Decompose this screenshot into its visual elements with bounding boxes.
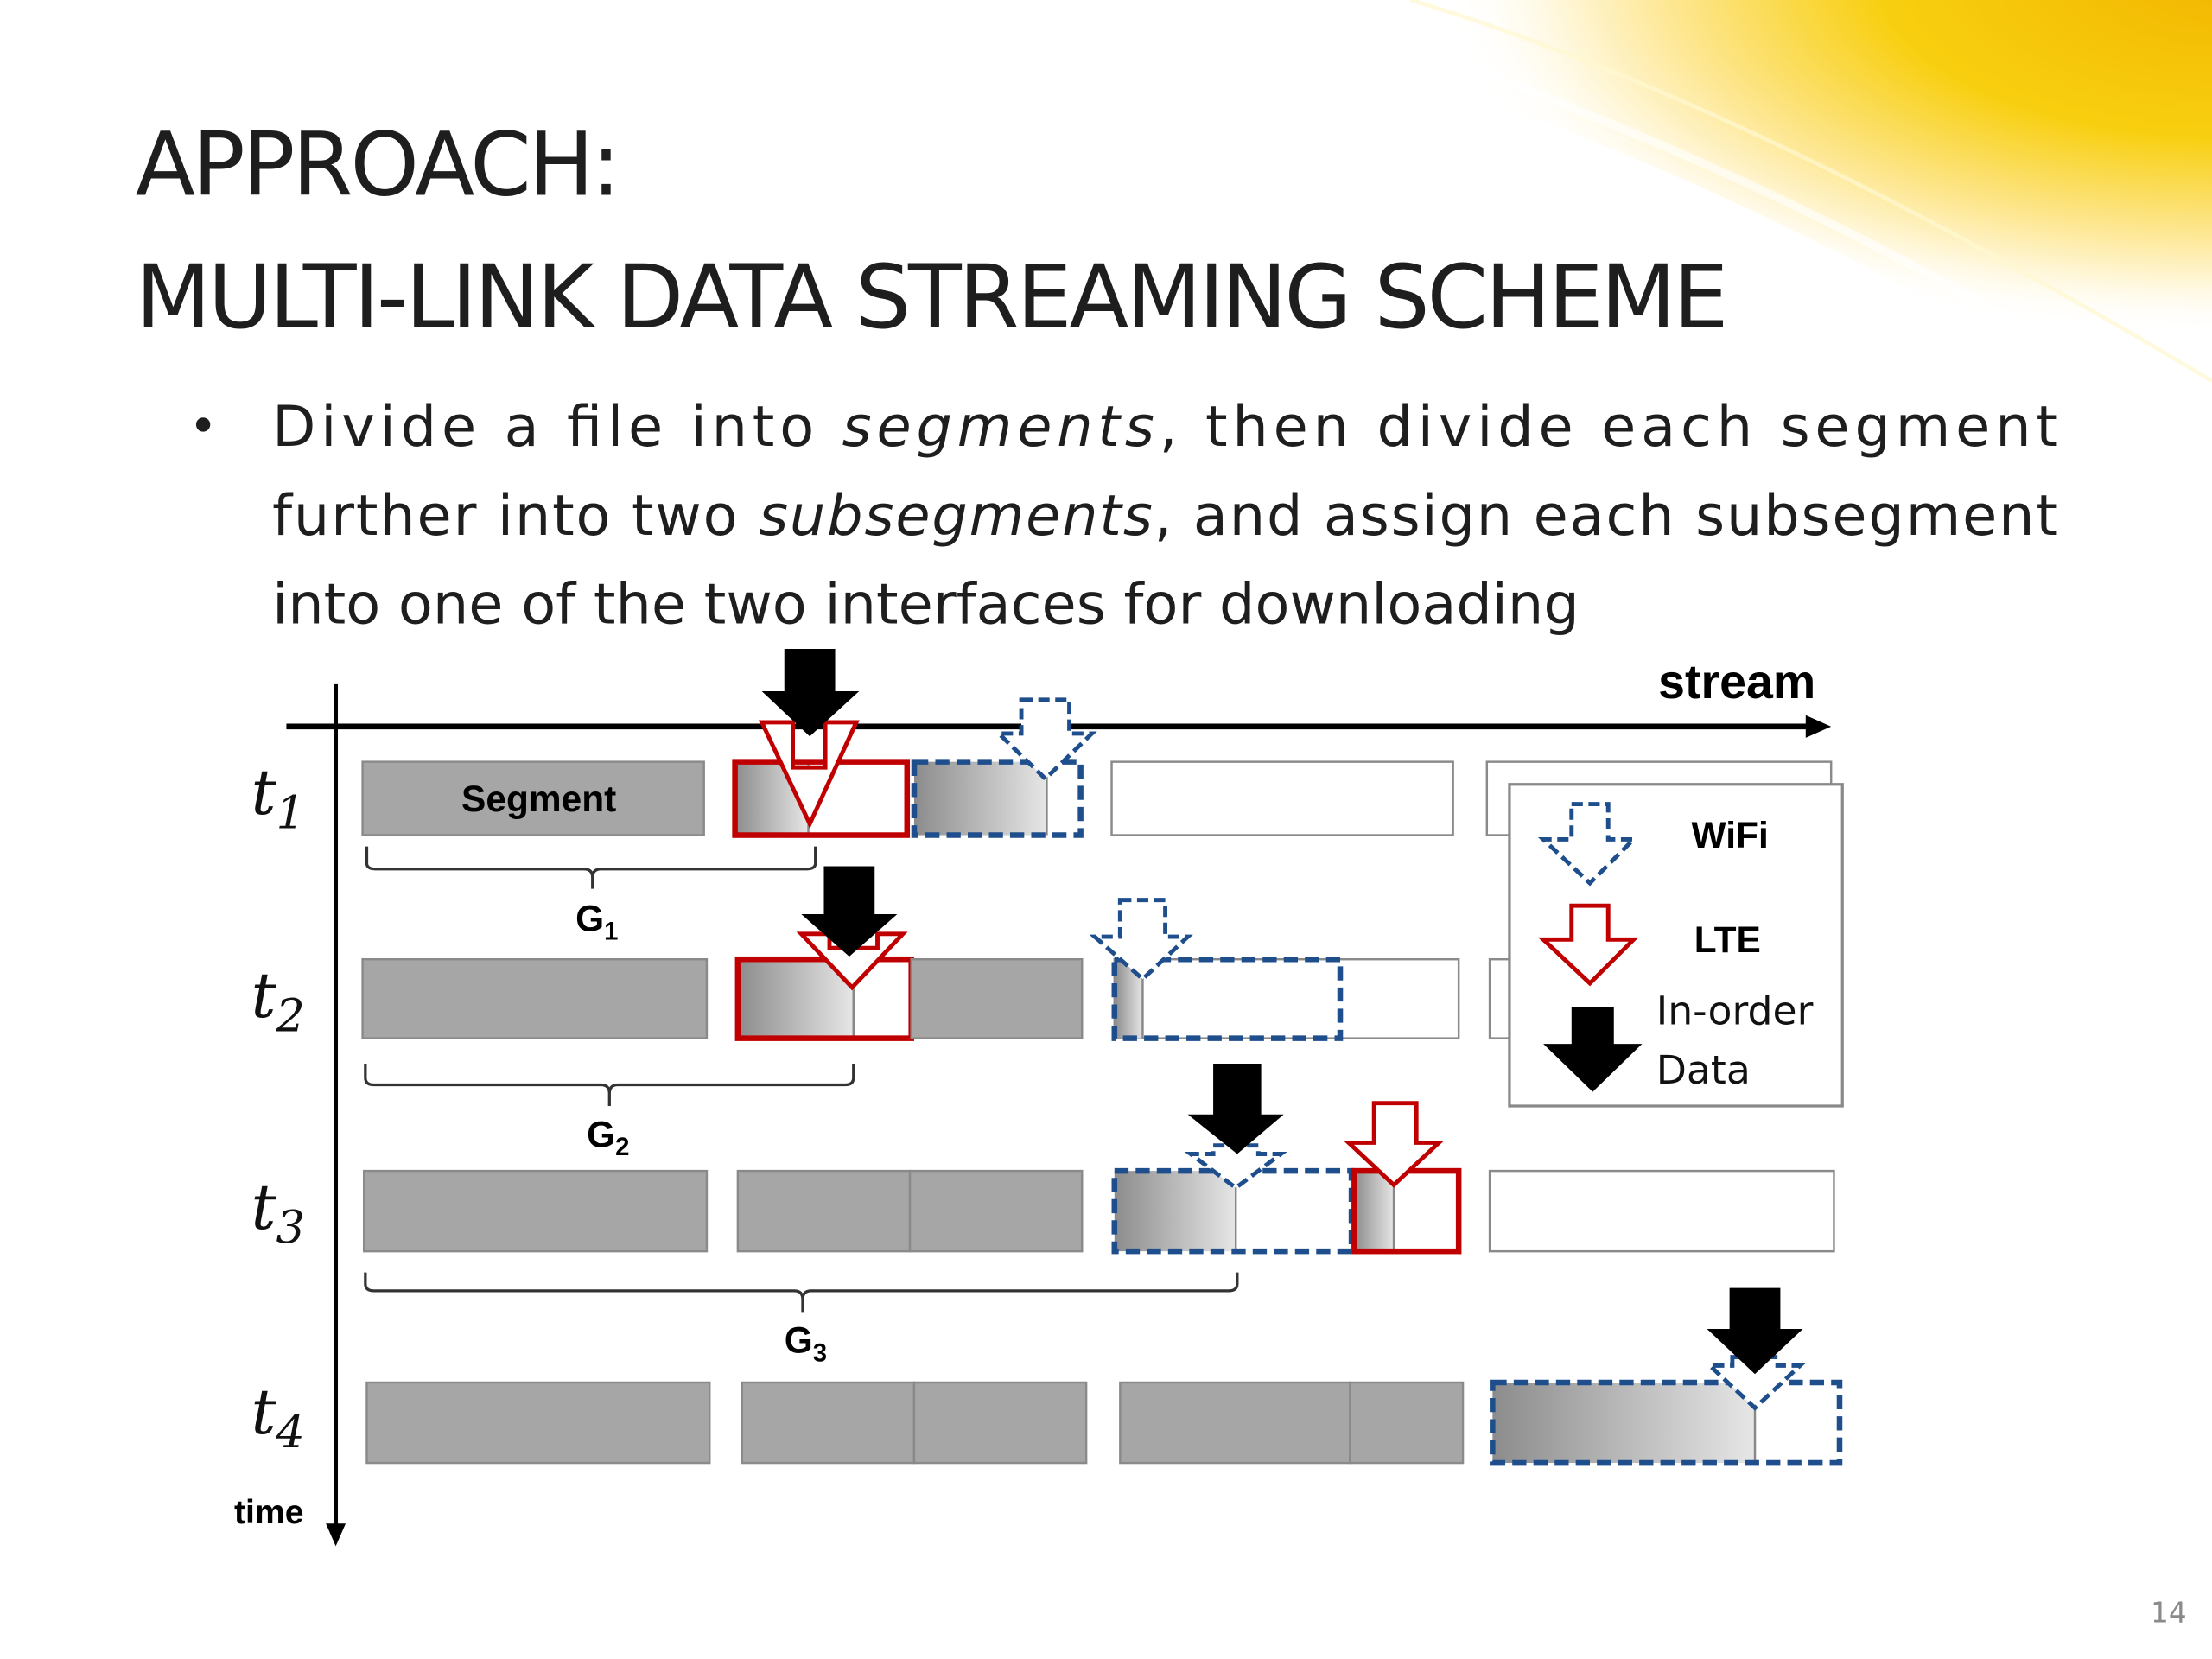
row-label-t2: t2 [251, 959, 305, 1042]
group-brace-g2: G2 [364, 1064, 855, 1161]
row-label-t3: t3 [251, 1171, 305, 1254]
inorder-arrow-icon [761, 649, 860, 737]
background-swoosh [1156, 0, 2212, 480]
stream-axis-label: stream [1658, 655, 1815, 709]
segment-pending [1113, 957, 1460, 1039]
segment-downloaded [361, 957, 709, 1039]
subsegment-downloaded [1119, 1381, 1351, 1465]
subsegment-downloaded [1349, 1381, 1465, 1465]
group-brace-g1: G1 [365, 846, 817, 946]
segment-downloaded [361, 760, 705, 836]
segment-downloaded [365, 1381, 711, 1465]
title-line-1: APPROACH: [136, 113, 619, 215]
title-line-2: MULTI-LINK DATA STREAMING SCHEME [136, 246, 1726, 348]
inorder-arrow-icon [1707, 1287, 1803, 1375]
legend-wifi-label: WiFi [1692, 815, 1769, 855]
bullet-dot [195, 417, 211, 432]
lte-arrow-icon [1343, 1101, 1445, 1188]
wifi-subsegment-progress [1114, 1171, 1236, 1252]
wifi-arrow-icon [1704, 1355, 1806, 1411]
inorder-arrow-icon [801, 866, 898, 957]
bullet-line-1: Divide a file into segments, then divide… [272, 394, 2058, 460]
row-label-t4: t4 [251, 1376, 305, 1459]
legend-inorder-arrow-icon [1543, 1007, 1643, 1092]
time-axis-label: time [234, 1494, 304, 1531]
wifi-segment [1111, 956, 1344, 1041]
legend-wifi-arrow-icon [1537, 802, 1639, 887]
page-number: 14 [2151, 1597, 2187, 1630]
segment-downloaded [363, 1169, 709, 1253]
row-t4 [365, 1287, 1843, 1466]
wifi-subsegment-progress [1492, 1382, 1756, 1464]
segment-pending [1110, 760, 1454, 836]
wifi-segment [1490, 1379, 1843, 1466]
lte-arrow-icon [758, 720, 860, 830]
segment-label: Segment [461, 779, 616, 819]
group-label-g2: G2 [587, 1114, 629, 1161]
wifi-subsegment-progress [913, 761, 1047, 836]
segment-downloaded [910, 957, 1084, 1039]
subsegment-downloaded [741, 1381, 916, 1465]
wifi-arrow-icon [1089, 898, 1193, 982]
segment-pending [1488, 1169, 1835, 1253]
time-axis-arrowhead [326, 1523, 346, 1547]
wifi-arrow-icon [993, 697, 1097, 782]
row-label-t1: t1 [251, 756, 305, 839]
lte-subsegment-progress [1354, 1171, 1395, 1252]
legend: WiFi LTE In-order Data [1508, 783, 1844, 1108]
subsegment-downloaded [912, 1381, 1088, 1465]
stream-axis-arrowhead [1805, 715, 1832, 738]
legend-inorder-label-1: In-order [1656, 988, 1814, 1033]
bullet-point: Divide a file into segments, then divide… [195, 394, 2058, 638]
group-label-g3: G3 [785, 1320, 827, 1368]
bullet-line-3: into one of the two interfaces for downl… [272, 572, 1580, 638]
group-brace-g3: G3 [364, 1272, 1239, 1368]
wifi-arrow-icon [1184, 1143, 1287, 1191]
legend-lte-arrow-icon [1537, 903, 1639, 987]
legend-inorder-label-2: Data [1656, 1047, 1751, 1093]
bullet-line-2: further into two subsegments, and assign… [272, 483, 2058, 549]
streaming-diagram: stream time t1 t2 t3 t4 Segment [234, 649, 1844, 1547]
legend-lte-label: LTE [1694, 919, 1761, 960]
inorder-arrow-icon [1187, 1064, 1284, 1154]
lte-segment [732, 759, 911, 838]
group-label-g1: G1 [575, 899, 618, 946]
subsegment-downloaded [736, 1169, 912, 1253]
subsegment-downloaded [908, 1169, 1084, 1253]
lte-subsegment-progress [737, 959, 854, 1039]
wifi-segment [911, 759, 1084, 838]
row-t3 [363, 1064, 1835, 1255]
